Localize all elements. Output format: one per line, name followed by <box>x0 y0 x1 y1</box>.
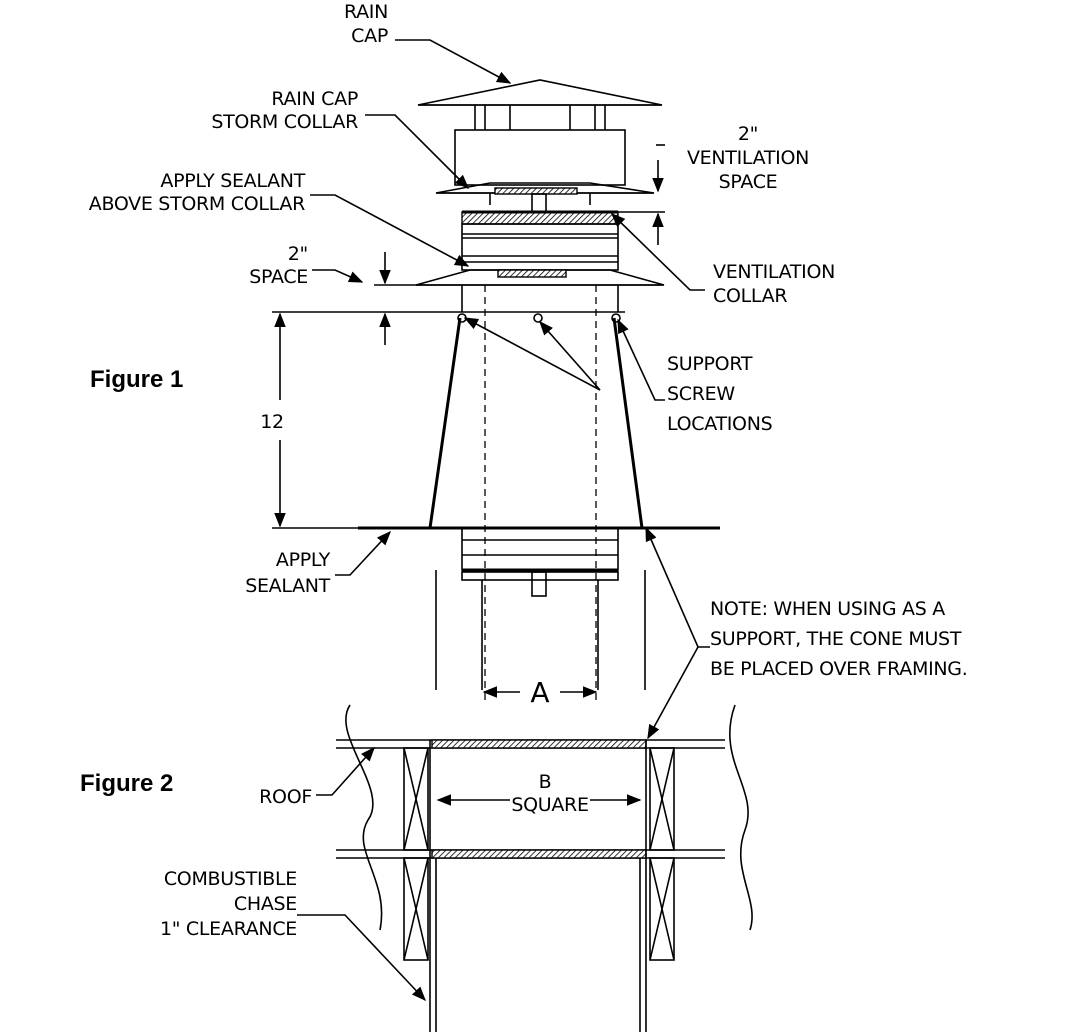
storm-collar-lower <box>415 269 665 312</box>
rain-cap-storm-collar <box>435 182 655 213</box>
vent-space-label-line2: VENTILATION <box>687 147 809 169</box>
dimension-12 <box>272 311 455 529</box>
dim-a-label: A <box>530 676 549 709</box>
note-line2: SUPPORT, THE CONE MUST <box>710 628 962 650</box>
vent-space-label-line3: SPACE <box>719 171 778 193</box>
vent-collar-label-line2: COLLAR <box>713 285 787 307</box>
sealant-above-label-line2: ABOVE STORM COLLAR <box>89 193 305 215</box>
chimney-pipe-lower <box>461 527 619 690</box>
leader-lines <box>297 39 710 1002</box>
rain-cap-label-line1: RAIN <box>344 1 388 23</box>
note-line1: NOTE: WHEN USING AS A <box>710 598 945 620</box>
rain-cap <box>417 79 663 186</box>
chimney-pipe-upper <box>461 223 619 271</box>
dimension-2in-space <box>374 252 420 345</box>
dim-12-label: 12 <box>260 411 284 433</box>
rain-cap-label-line2: CAP <box>351 25 388 47</box>
ventilation-collar <box>461 210 619 225</box>
chase-label-line1: COMBUSTIBLE <box>164 868 297 890</box>
storm-collar-label-line1: RAIN CAP <box>271 88 358 110</box>
dimension-2in-ventilation <box>618 160 665 245</box>
sealant-above-label-line1: APPLY SEALANT <box>160 170 305 192</box>
vent-space-label-line1: 2" <box>738 123 758 145</box>
space-label-line2: SPACE <box>249 266 308 288</box>
vent-collar-label-line1: VENTILATION <box>713 261 835 283</box>
support-label-line1: SUPPORT <box>667 353 753 375</box>
dim-b-label-line2: SQUARE <box>511 794 588 816</box>
note-line3: BE PLACED OVER FRAMING. <box>710 658 967 680</box>
figure-1-label: Figure 1 <box>90 366 183 393</box>
left-stud <box>403 747 429 961</box>
chase-label-line3: 1" CLEARANCE <box>160 918 297 940</box>
storm-collar-label-line2: STORM COLLAR <box>211 111 358 133</box>
space-label-line1: 2" <box>288 243 308 265</box>
chase-label-line2: CHASE <box>234 893 297 915</box>
roof-framing <box>336 704 753 931</box>
apply-sealant-label-line1: APPLY <box>276 549 331 571</box>
combustible-chase-walls <box>429 740 647 1032</box>
dim-b-label-line1: B <box>539 771 552 793</box>
apply-sealant-label-line2: SEALANT <box>245 575 330 597</box>
right-stud <box>649 747 675 961</box>
support-label-line2: SCREW <box>667 383 735 405</box>
roof-label: ROOF <box>259 786 312 808</box>
figure-2-label: Figure 2 <box>80 770 173 797</box>
support-label-line3: LOCATIONS <box>667 413 772 435</box>
support-cone <box>428 285 644 700</box>
